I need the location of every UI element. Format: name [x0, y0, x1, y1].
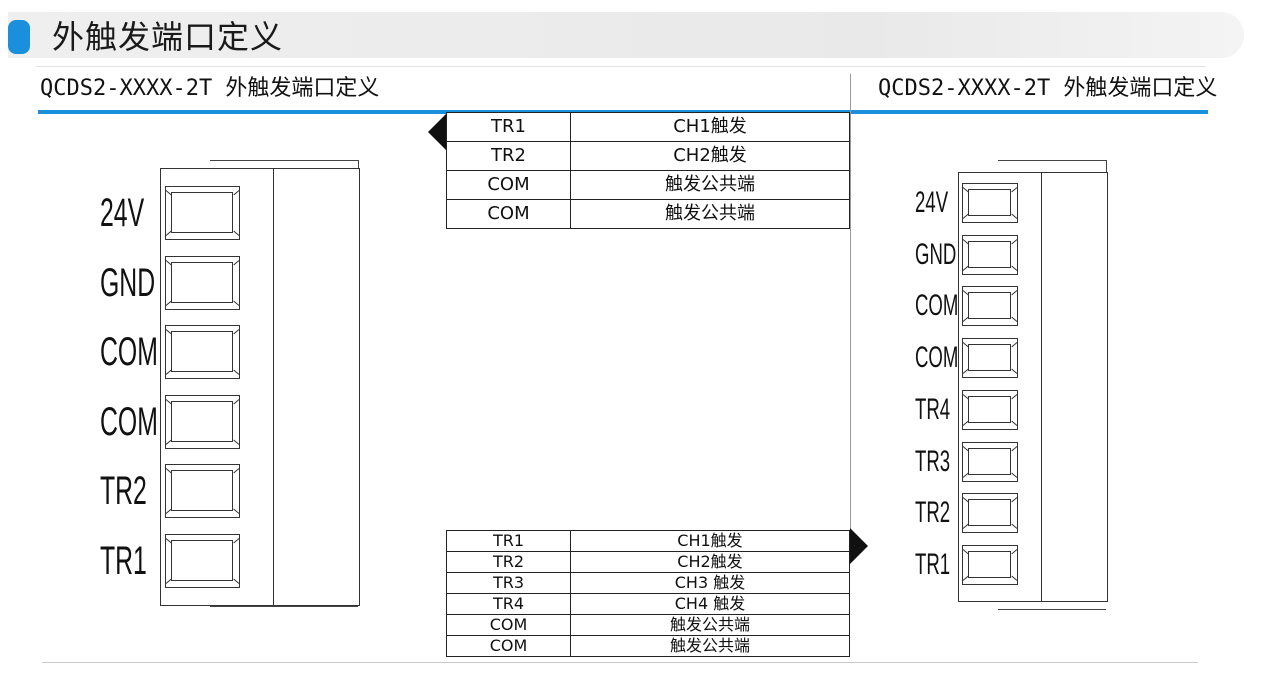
pin-label: TR2	[915, 496, 951, 530]
terminal-socket-inner	[171, 331, 233, 372]
pin-label: GND	[100, 260, 156, 305]
right-connector-divider	[1041, 173, 1042, 601]
terminal-socket-inner	[968, 292, 1011, 320]
terminal-socket	[165, 255, 240, 310]
pin-cell: COM	[446, 614, 571, 636]
desc-cell: 触发公共端	[570, 635, 850, 657]
header-divider	[36, 66, 1206, 67]
desc-cell: CH4 触发	[570, 593, 850, 615]
left-connector-rail-top	[210, 160, 359, 169]
terminal-socket	[962, 183, 1018, 223]
terminal-socket	[165, 186, 240, 240]
right-connector-rail-top	[998, 160, 1107, 173]
left-section-title: QCDS2-XXXX-2T 外触发端口定义	[40, 76, 380, 101]
pin-label: 24V	[915, 186, 949, 219]
desc-cell: 触发公共端	[570, 170, 850, 200]
terminal-socket-inner	[968, 189, 1011, 216]
desc-cell: CH3 触发	[570, 572, 850, 594]
pin-label: TR4	[915, 392, 951, 426]
pin-cell: TR1	[446, 112, 571, 142]
pin-label: 24V	[100, 191, 145, 235]
pin-label: TR1	[100, 538, 147, 583]
terminal-socket	[962, 286, 1018, 327]
terminal-socket-inner	[968, 240, 1011, 268]
right-section-title: QCDS2-XXXX-2T 外触发端口定义	[878, 76, 1218, 101]
pin-label: COM	[100, 330, 158, 374]
left-connector-rail-bottom	[210, 606, 358, 607]
pin-label: TR2	[100, 469, 147, 513]
desc-cell: CH1触发	[570, 530, 850, 552]
desc-cell: CH1触发	[570, 112, 850, 142]
terminal-socket-inner	[968, 395, 1011, 423]
pin-cell: TR3	[446, 572, 571, 594]
terminal-socket-inner	[171, 470, 233, 511]
bottom-divider	[42, 662, 1198, 663]
terminal-socket	[962, 389, 1018, 430]
terminal-socket-inner	[968, 550, 1011, 578]
terminal-socket	[962, 441, 1018, 482]
right-section-underline	[850, 110, 1208, 114]
terminal-socket-inner	[171, 539, 233, 581]
terminal-socket-inner	[968, 344, 1011, 372]
pin-cell: COM	[446, 199, 571, 229]
pin-cell: TR4	[446, 593, 571, 615]
desc-cell: 触发公共端	[570, 614, 850, 636]
page-title: 外触发端口定义	[52, 18, 284, 56]
terminal-socket	[962, 544, 1018, 585]
pin-label: COM	[915, 289, 959, 323]
pin-label: COM	[100, 399, 158, 444]
terminal-socket	[962, 338, 1018, 379]
desc-cell: CH2触发	[570, 551, 850, 573]
terminal-socket	[165, 394, 240, 449]
pin-cell: TR2	[446, 141, 571, 171]
pin-cell: COM	[446, 170, 571, 200]
terminal-socket	[165, 464, 240, 518]
pin-cell: TR2	[446, 551, 571, 573]
terminal-socket	[165, 325, 240, 379]
terminal-socket-inner	[171, 261, 233, 303]
pin-label: COM	[915, 341, 959, 375]
desc-cell: 触发公共端	[570, 199, 850, 229]
terminal-socket-inner	[171, 400, 233, 442]
header-bar	[8, 12, 1244, 58]
section-separator	[850, 74, 851, 530]
pointer-arrow-left-icon	[428, 114, 446, 150]
left-section-underline	[38, 110, 850, 114]
pin-cell: TR1	[446, 530, 571, 552]
terminal-socket	[962, 493, 1018, 534]
terminal-socket	[962, 234, 1018, 275]
pointer-arrow-right-icon	[850, 528, 868, 564]
left-connector-body	[160, 168, 360, 606]
pin-label: TR3	[915, 444, 951, 478]
right-connector-rail-bottom	[998, 609, 1106, 610]
pin-label: TR1	[915, 547, 951, 581]
header-accent-marker	[8, 20, 30, 54]
terminal-socket-inner	[171, 192, 233, 233]
pin-label: GND	[915, 237, 957, 271]
right-connector-body	[958, 172, 1108, 602]
terminal-socket-inner	[968, 499, 1011, 527]
terminal-socket	[165, 533, 240, 588]
left-connector-divider	[273, 169, 274, 605]
terminal-socket-inner	[968, 447, 1011, 475]
pin-cell: COM	[446, 635, 571, 657]
desc-cell: CH2触发	[570, 141, 850, 171]
